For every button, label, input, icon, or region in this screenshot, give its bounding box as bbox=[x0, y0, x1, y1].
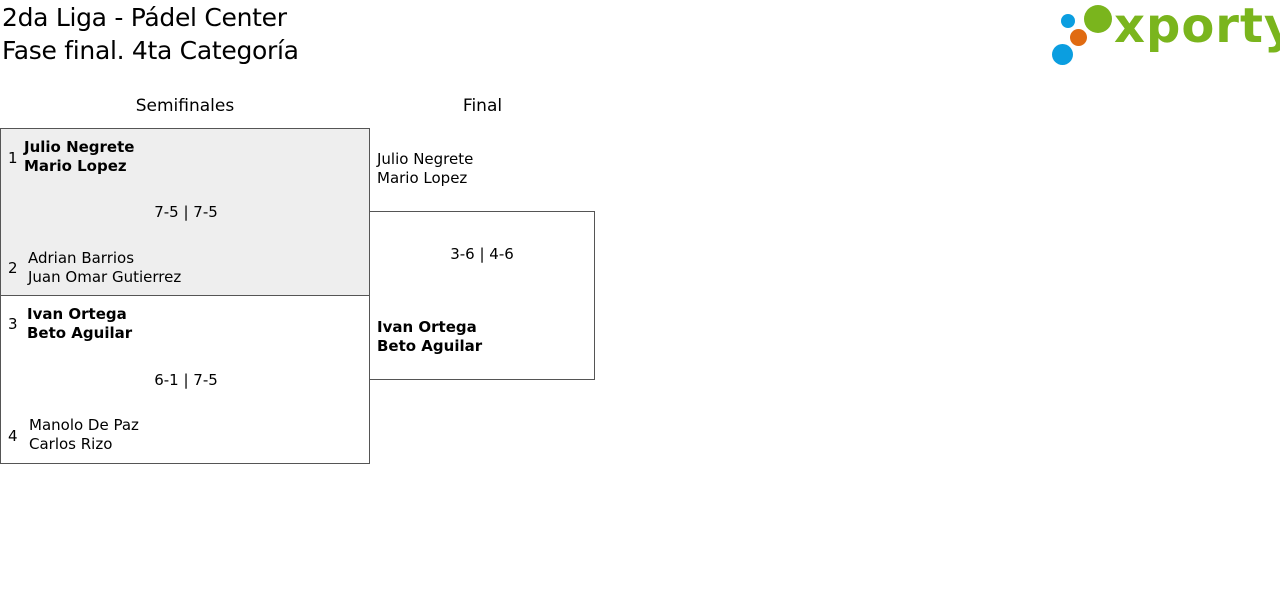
semifinal-match-1[interactable]: 1 Julio Negrete Mario Lopez 7-5 | 7-5 2 … bbox=[0, 128, 370, 296]
team-entry: Adrian Barrios Juan Omar Gutierrez bbox=[28, 249, 181, 287]
round-heading-final: Final bbox=[462, 96, 503, 116]
logo-dot-blue-large-icon bbox=[1052, 44, 1073, 65]
logo-dot-orange-icon bbox=[1070, 29, 1087, 46]
player-name: Ivan Ortega bbox=[27, 305, 127, 323]
logo-dot-green-icon bbox=[1084, 5, 1112, 33]
team-entry-winner: Ivan Ortega Beto Aguilar bbox=[27, 305, 132, 343]
page-title: 2da Liga - Pádel Center bbox=[2, 3, 287, 32]
xporty-logo[interactable]: xporty bbox=[1050, 0, 1280, 66]
match-score: 3-6 | 4-6 bbox=[450, 245, 514, 263]
player-name: Ivan Ortega bbox=[377, 318, 477, 336]
player-name: Juan Omar Gutierrez bbox=[28, 268, 182, 286]
player-name: Beto Aguilar bbox=[27, 324, 133, 342]
match-score: 6-1 | 7-5 bbox=[154, 371, 218, 389]
team-entry-winner: Julio Negrete Mario Lopez bbox=[24, 138, 134, 176]
player-name: Mario Lopez bbox=[377, 169, 468, 187]
seed-number: 4 bbox=[8, 427, 18, 445]
player-name: Manolo De Paz bbox=[29, 416, 139, 434]
seed-number: 1 bbox=[8, 149, 18, 167]
match-score: 7-5 | 7-5 bbox=[154, 203, 218, 221]
final-team-entry-winner: Ivan Ortega Beto Aguilar bbox=[377, 318, 482, 356]
semifinal-match-2[interactable]: 3 Ivan Ortega Beto Aguilar 6-1 | 7-5 4 M… bbox=[0, 295, 370, 464]
player-name: Julio Negrete bbox=[377, 150, 474, 168]
player-name: Carlos Rizo bbox=[29, 435, 113, 453]
seed-number: 2 bbox=[8, 259, 18, 277]
round-heading-semifinals: Semifinales bbox=[135, 96, 235, 116]
logo-wordmark: xporty bbox=[1114, 0, 1280, 54]
seed-number: 3 bbox=[8, 315, 18, 333]
player-name: Julio Negrete bbox=[24, 138, 135, 156]
player-name: Adrian Barrios bbox=[28, 249, 135, 267]
page-subtitle: Fase final. 4ta Categoría bbox=[2, 36, 299, 65]
final-team-entry: Julio Negrete Mario Lopez bbox=[377, 150, 473, 188]
player-name: Mario Lopez bbox=[24, 157, 127, 175]
final-match[interactable]: 3-6 | 4-6 Ivan Ortega Beto Aguilar bbox=[369, 211, 595, 380]
team-entry: Manolo De Paz Carlos Rizo bbox=[29, 416, 139, 454]
logo-dot-blue-small-icon bbox=[1061, 14, 1075, 28]
player-name: Beto Aguilar bbox=[377, 337, 483, 355]
